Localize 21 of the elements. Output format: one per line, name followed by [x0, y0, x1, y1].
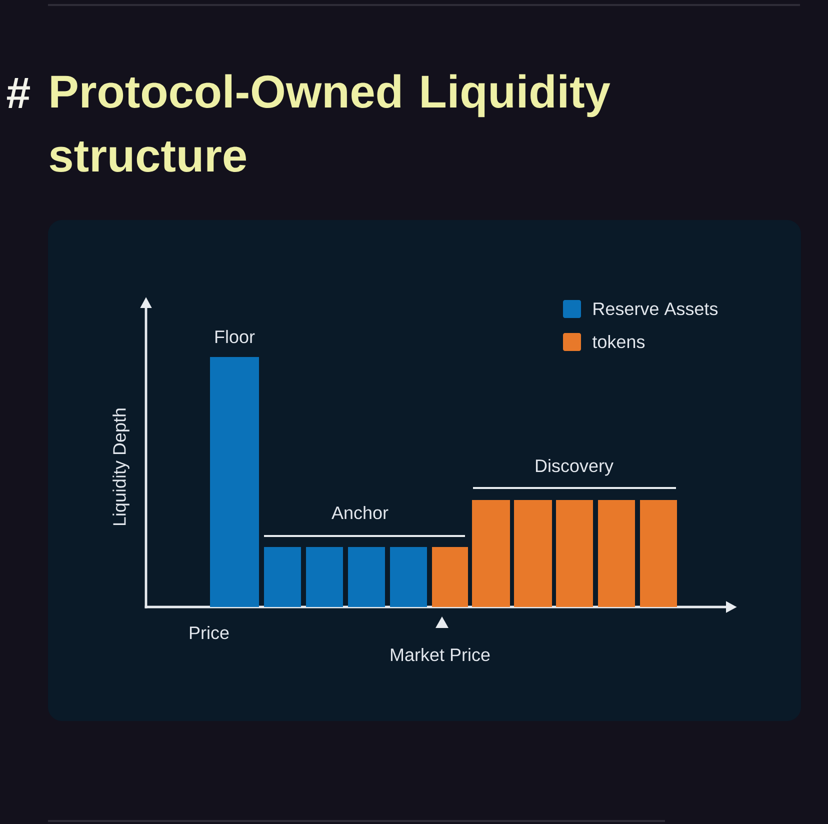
section-label: Discovery — [536, 458, 614, 476]
bar — [390, 547, 427, 607]
bar — [306, 547, 343, 607]
bar-label: Floor — [215, 330, 255, 344]
legend-label: tokens — [592, 334, 645, 348]
legend-label: Reserve Assets — [594, 302, 718, 316]
section-label: Anchor — [332, 506, 388, 520]
heading-marker: # — [6, 78, 30, 108]
bar — [210, 357, 259, 607]
bar — [432, 547, 468, 607]
heading: Protocol-Owned Liquidity structure — [50, 74, 610, 172]
bar — [640, 500, 677, 607]
bar — [264, 547, 301, 607]
bar — [472, 500, 510, 607]
axis-label: Liquidity Depth — [112, 408, 130, 526]
bar — [556, 500, 593, 607]
bar — [348, 547, 385, 607]
axis-label: Market Price — [390, 648, 490, 662]
bar — [514, 500, 552, 607]
bar — [598, 500, 635, 607]
axis-label: Price — [190, 626, 229, 640]
